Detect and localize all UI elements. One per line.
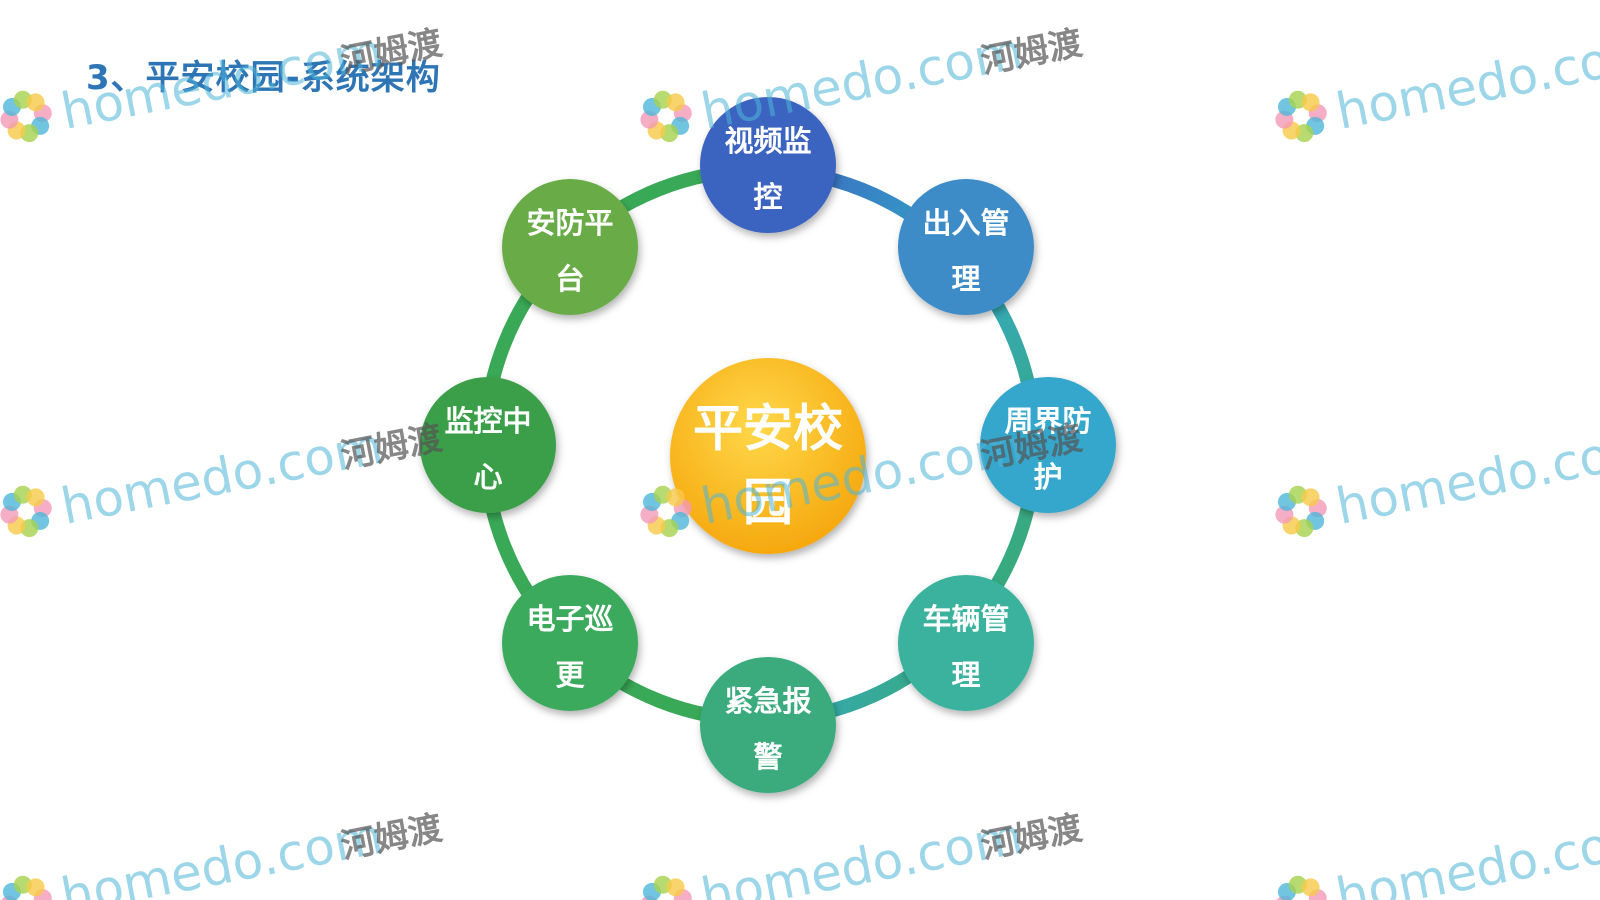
node-platform-label-line2: 台 [556,262,585,296]
node-vehicle-label-line1: 车辆管 [922,602,1009,636]
node-access-label-line2: 理 [951,262,980,296]
watermark-text: homedo.com [56,22,387,141]
node-alarm-label-line2: 警 [753,740,782,774]
center-label-line1: 平安校 [693,400,843,458]
node-platform-label-line1: 安防平 [527,206,614,240]
watermark-text: homedo.com [56,807,387,900]
node-patrol-label-line2: 更 [556,658,586,692]
watermark-flower-logo [640,90,692,143]
watermark-flower-logo [0,875,52,900]
node-patrol-label-line1: 电子巡 [527,602,614,636]
center-node: 平安校 园 [670,358,866,554]
center-circle [670,358,866,554]
node-video-circle [700,97,836,233]
node-video-label-line2: 控 [753,180,782,214]
watermark-text: homedo.com [1331,417,1600,536]
page-title: 3、平安校园-系统架构 [86,58,441,98]
node-monitor-circle [420,377,556,513]
watermark-text: homedo.com [1331,22,1600,141]
node-monitor-label-line1: 监控中 [444,404,531,438]
watermark-text: homedo.com [696,807,1027,900]
center-label-line2: 园 [743,474,793,532]
node-perimeter-label-line1: 周界防 [1004,404,1091,438]
node-video-label-line1: 视频监 [724,124,811,158]
node-alarm-circle [700,657,836,793]
node-alarm-label-line1: 紧急报 [724,684,811,718]
node-access-circle [897,179,1034,316]
watermark-text: homedo.com [696,22,1027,141]
node-perimeter-label-line2: 护 [1033,460,1062,494]
watermark-flower-logo [0,485,52,538]
node-patrol-circle [502,574,639,711]
node-monitor-label-line2: 心 [473,460,502,494]
watermark-flower-logo [0,90,52,143]
node-platform-circle [502,179,639,316]
watermark-flower-logo [1275,485,1327,538]
watermark-flower-logo [1275,90,1327,143]
watermark-flower-logo [640,485,692,538]
node-access-label-line1: 出入管 [922,206,1009,240]
watermark-text: homedo.com [56,417,387,536]
node-vehicle-circle [897,574,1034,711]
watermark-text: homedo.com [1331,807,1600,900]
watermark-flower-logo [640,875,692,900]
node-perimeter-circle [980,377,1116,513]
watermark-flower-logo [1275,875,1327,900]
node-vehicle-label-line2: 理 [951,658,980,692]
